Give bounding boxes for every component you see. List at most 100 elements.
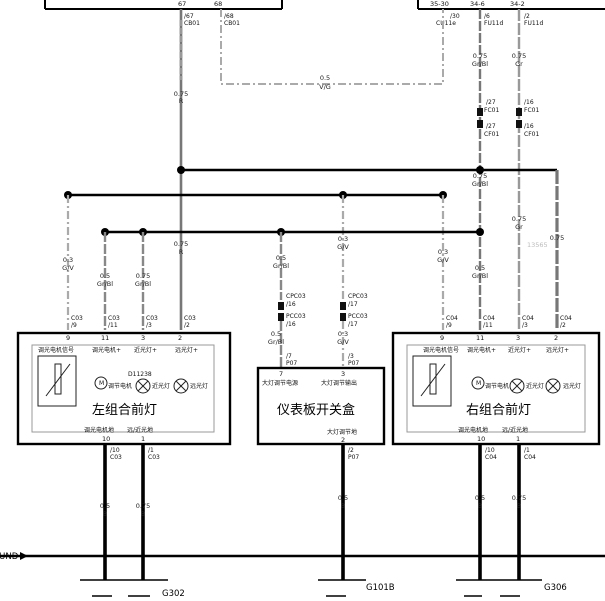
wire-grbl-l2-gauge: 0.75 xyxy=(136,272,150,280)
left-adj-signal: 调光电机信号 xyxy=(38,346,74,354)
left-motor-text: 调节电机 xyxy=(108,382,132,390)
wire-r-color: R xyxy=(179,97,184,105)
fc01-27-terminal xyxy=(477,108,483,116)
right-pin-10: 10 xyxy=(477,435,485,443)
connector-p07-2: /2 xyxy=(348,447,354,454)
right-motor-icon: M xyxy=(476,380,481,387)
wire-gr-color: Gr xyxy=(515,60,523,68)
connector-c03-9: /9 xyxy=(71,322,77,329)
left-pin-10: 10 xyxy=(102,435,110,443)
connector-fu11d-6: /6 xyxy=(484,13,490,20)
connector-c04-2: /2 xyxy=(560,322,566,329)
wire-b-r2-color: B xyxy=(517,502,521,510)
connector-cb01-67-name: CB01 xyxy=(184,20,200,27)
connector-c04-1: /1 xyxy=(524,447,530,454)
wire-grbl-gauge-3: 0.75 xyxy=(550,234,564,242)
connector-c03-11: /11 xyxy=(108,322,118,329)
left-low-plus: 近光灯+ xyxy=(134,346,157,354)
wire-grbl-mid-color: Gr/Bl xyxy=(273,262,289,270)
connector-p07-3-name: P07 xyxy=(348,360,359,367)
wire-gv-left-color: G/V xyxy=(62,264,74,272)
right-adj-signal: 调光电机信号 xyxy=(423,346,459,354)
ground-g302: G302 xyxy=(162,589,185,599)
watermark: 13565 xyxy=(527,241,548,249)
left-d-code: D11238 xyxy=(128,371,152,378)
panel-pin-2: 2 xyxy=(341,436,345,444)
right-adj-motor-plus: 调光电机+ xyxy=(467,346,496,354)
left-pin-1: 1 xyxy=(141,435,145,443)
bus-grbl-horizontal xyxy=(101,228,484,330)
left-headlamp-module xyxy=(16,331,232,446)
left-pin-2: 2 xyxy=(178,334,182,342)
left-low-lamp: 近光灯 xyxy=(152,382,170,390)
connector-cf01-27-name: CF01 xyxy=(484,131,499,138)
pin-34-2: 34-2 xyxy=(510,0,525,8)
wire-vg-gauge: 0.5 xyxy=(320,74,330,82)
right-pin-1: 1 xyxy=(516,435,520,443)
connector-p07-7: /7 xyxy=(286,353,292,360)
wire-grbl-r-gauge: 0.5 xyxy=(475,264,485,272)
wire-vg-color: V/G xyxy=(319,83,331,91)
connector-pcc03-16-name: PCC03 xyxy=(286,313,306,320)
connector-c04-2-name: C04 xyxy=(560,315,572,322)
right-high-plus: 远光灯+ xyxy=(546,346,569,354)
wire-grbl-l1-gauge: 0.5 xyxy=(100,272,110,280)
connector-cpc03-16: /16 xyxy=(286,301,296,308)
connector-c03-10-name: C03 xyxy=(110,454,122,461)
connector-fu11d-2-name: FU11d xyxy=(524,20,543,27)
pcc03-17-terminal xyxy=(340,313,346,321)
right-motor-text: 调节电机 xyxy=(485,382,509,390)
wire-grbl-gauge: 0.75 xyxy=(473,52,487,60)
wire-r-color-2: R xyxy=(179,248,184,256)
cpc03-16-terminal xyxy=(278,302,284,310)
wire-b-r1-gauge: 0.5 xyxy=(475,494,485,502)
left-high-lamp: 远光灯 xyxy=(190,382,208,390)
connector-c04-9: /9 xyxy=(446,322,452,329)
right-low-plus: 近光灯+ xyxy=(508,346,531,354)
wire-grbl-r-color: Gr/Bl xyxy=(472,272,488,280)
right-module-title: 右组合前灯 xyxy=(466,402,531,418)
connector-c04-9-name: C04 xyxy=(446,315,458,322)
wire-gr-gauge: 0.75 xyxy=(512,52,526,60)
connector-cu11e: CU11e xyxy=(436,20,456,27)
panel-power-label: 大灯调节电源 xyxy=(262,379,298,387)
connector-pcc03-17: /17 xyxy=(348,321,358,328)
left-pin-3: 3 xyxy=(141,334,145,342)
wire-b-mid-color: B xyxy=(341,502,345,510)
connector-cf01-16-name: CF01 xyxy=(524,131,539,138)
connector-c03-3-name: C03 xyxy=(146,315,158,322)
wire-grbl-gauge-2: 0.75 xyxy=(473,172,487,180)
wire-panel-r-color: G/V xyxy=(337,338,349,346)
connector-cpc03-17-name: CPC03 xyxy=(348,293,368,300)
wire-grbl-l2-color: Gr/Bl xyxy=(135,280,151,288)
connector-p07-7-name: P07 xyxy=(286,360,297,367)
wire-grbl-l1-color: Gr/Bl xyxy=(97,280,113,288)
connector-cb01-68-name: CB01 xyxy=(224,20,240,27)
connector-c03-2: /2 xyxy=(184,322,190,329)
left-high-plus: 远光灯+ xyxy=(175,346,198,354)
connector-p07-3: /3 xyxy=(348,353,354,360)
pin-67: 67 xyxy=(178,0,186,8)
left-pin-9: 9 xyxy=(66,334,70,342)
right-high-lamp: 远光灯 xyxy=(563,382,581,390)
wire-gv-right-gauge: 0.3 xyxy=(438,248,448,256)
connector-c04-3-name: C04 xyxy=(522,315,534,322)
wire-b-l1-color: B xyxy=(103,510,107,518)
right-pin-9: 9 xyxy=(440,334,444,342)
left-motor-icon: M xyxy=(99,380,104,387)
panel-output-label: 大灯调节输出 xyxy=(321,379,357,387)
wire-b-l2-color: B xyxy=(141,510,145,518)
connector-c04-10-name: C04 xyxy=(485,454,497,461)
wire-gr-color-2: Gr xyxy=(515,223,523,231)
wire-gv-mid-gauge: 0.3 xyxy=(338,235,348,243)
connector-c03-1: /1 xyxy=(148,447,154,454)
panel-pin-3: 3 xyxy=(341,370,345,378)
connector-pcc03-17-name: PCC03 xyxy=(348,313,368,320)
wire-grbl-color-2: Gr/Bl xyxy=(472,180,488,188)
ground-bus xyxy=(0,552,605,560)
wire-gv-mid-color: G/V xyxy=(337,243,349,251)
right-headlamp-module xyxy=(391,331,601,446)
connector-c03-10: /10 xyxy=(110,447,120,454)
